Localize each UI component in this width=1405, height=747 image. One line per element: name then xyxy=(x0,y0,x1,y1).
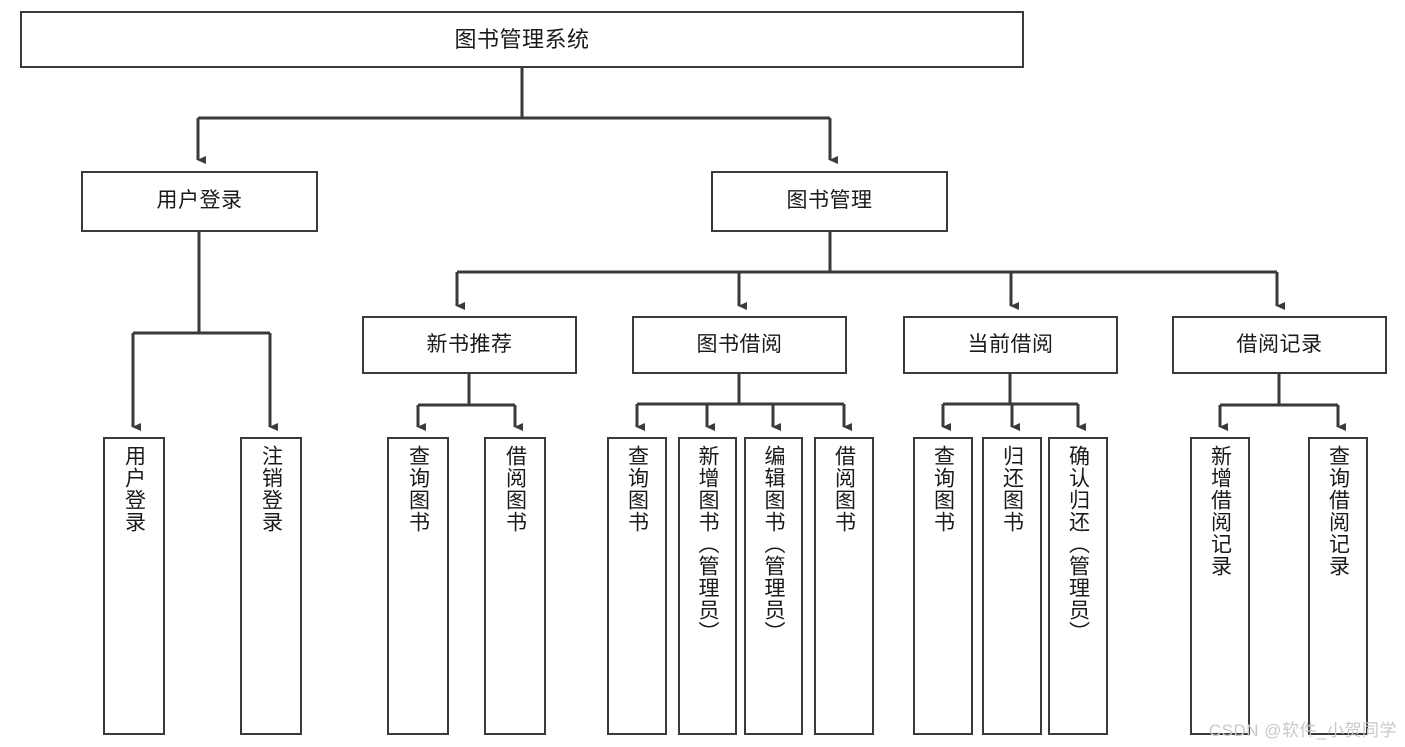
node-user-login-label: 用户登录 xyxy=(156,189,243,213)
node-leaf-borrow-book-recommend-label: 借阅图书 xyxy=(503,445,527,533)
node-leaf-return-book-label: 归还图书 xyxy=(1000,445,1024,533)
node-leaf-query-book-current-label: 查询图书 xyxy=(931,445,955,533)
node-borrow-record-label: 借阅记录 xyxy=(1236,332,1323,356)
node-leaf-query-book-recommend[interactable]: 查询图书 xyxy=(387,437,449,735)
node-leaf-query-borrow-record[interactable]: 查询借阅记录 xyxy=(1308,437,1368,735)
node-leaf-add-borrow-record[interactable]: 新增借阅记录 xyxy=(1190,437,1250,735)
node-leaf-query-borrow-record-label: 查询借阅记录 xyxy=(1326,445,1350,577)
node-root-system[interactable]: 图书管理系统 xyxy=(20,11,1024,68)
node-leaf-return-book[interactable]: 归还图书 xyxy=(982,437,1042,735)
node-leaf-confirm-return-label: 确认归还（管理员） xyxy=(1066,445,1090,643)
node-root-label: 图书管理系统 xyxy=(454,26,590,52)
node-leaf-query-book-recommend-label: 查询图书 xyxy=(406,445,430,533)
node-new-book-recommend[interactable]: 新书推荐 xyxy=(362,316,577,374)
node-leaf-confirm-return[interactable]: 确认归还（管理员） xyxy=(1048,437,1108,735)
node-user-login[interactable]: 用户登录 xyxy=(81,171,318,232)
node-leaf-user-login-label: 用户登录 xyxy=(122,445,146,533)
node-leaf-add-book[interactable]: 新增图书（管理员） xyxy=(678,437,737,735)
node-book-borrow-label: 图书借阅 xyxy=(696,332,783,356)
node-borrow-record[interactable]: 借阅记录 xyxy=(1172,316,1387,374)
node-leaf-borrow-book-label: 借阅图书 xyxy=(832,445,856,533)
node-leaf-borrow-book[interactable]: 借阅图书 xyxy=(814,437,874,735)
node-leaf-logout[interactable]: 注销登录 xyxy=(240,437,302,735)
node-new-book-recommend-label: 新书推荐 xyxy=(426,332,513,356)
node-leaf-borrow-book-recommend[interactable]: 借阅图书 xyxy=(484,437,546,735)
node-leaf-edit-book-label: 编辑图书（管理员） xyxy=(762,445,786,643)
node-leaf-query-book-borrow-label: 查询图书 xyxy=(625,445,649,533)
node-leaf-query-book-current[interactable]: 查询图书 xyxy=(913,437,973,735)
node-leaf-logout-label: 注销登录 xyxy=(259,445,283,533)
node-leaf-query-book-borrow[interactable]: 查询图书 xyxy=(607,437,667,735)
node-book-manage[interactable]: 图书管理 xyxy=(711,171,948,232)
node-book-manage-label: 图书管理 xyxy=(786,189,873,213)
node-current-borrow-label: 当前借阅 xyxy=(967,332,1054,356)
node-current-borrow[interactable]: 当前借阅 xyxy=(903,316,1118,374)
node-leaf-user-login[interactable]: 用户登录 xyxy=(103,437,165,735)
node-leaf-add-borrow-record-label: 新增借阅记录 xyxy=(1208,445,1232,577)
node-leaf-add-book-label: 新增图书（管理员） xyxy=(696,445,720,643)
node-book-borrow[interactable]: 图书借阅 xyxy=(632,316,847,374)
node-leaf-edit-book[interactable]: 编辑图书（管理员） xyxy=(744,437,803,735)
